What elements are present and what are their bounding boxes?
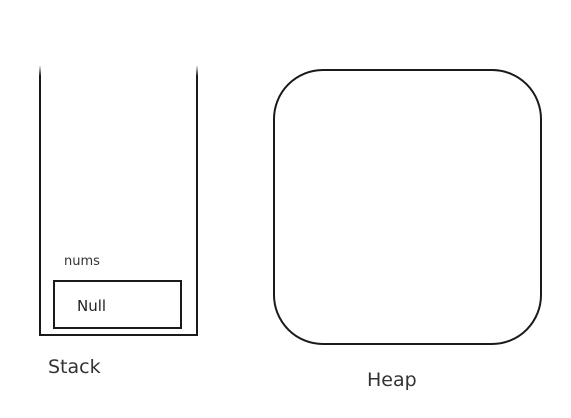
variable-slot: Null: [53, 280, 182, 329]
variable-value: Null: [77, 297, 107, 315]
stack-top-fade: [37, 62, 202, 76]
heap-caption: Heap: [367, 369, 417, 391]
variable-name-label: nums: [64, 254, 100, 269]
heap-region: [273, 69, 542, 345]
stack-caption: Stack: [48, 356, 101, 378]
stack-frame: [37, 62, 202, 336]
